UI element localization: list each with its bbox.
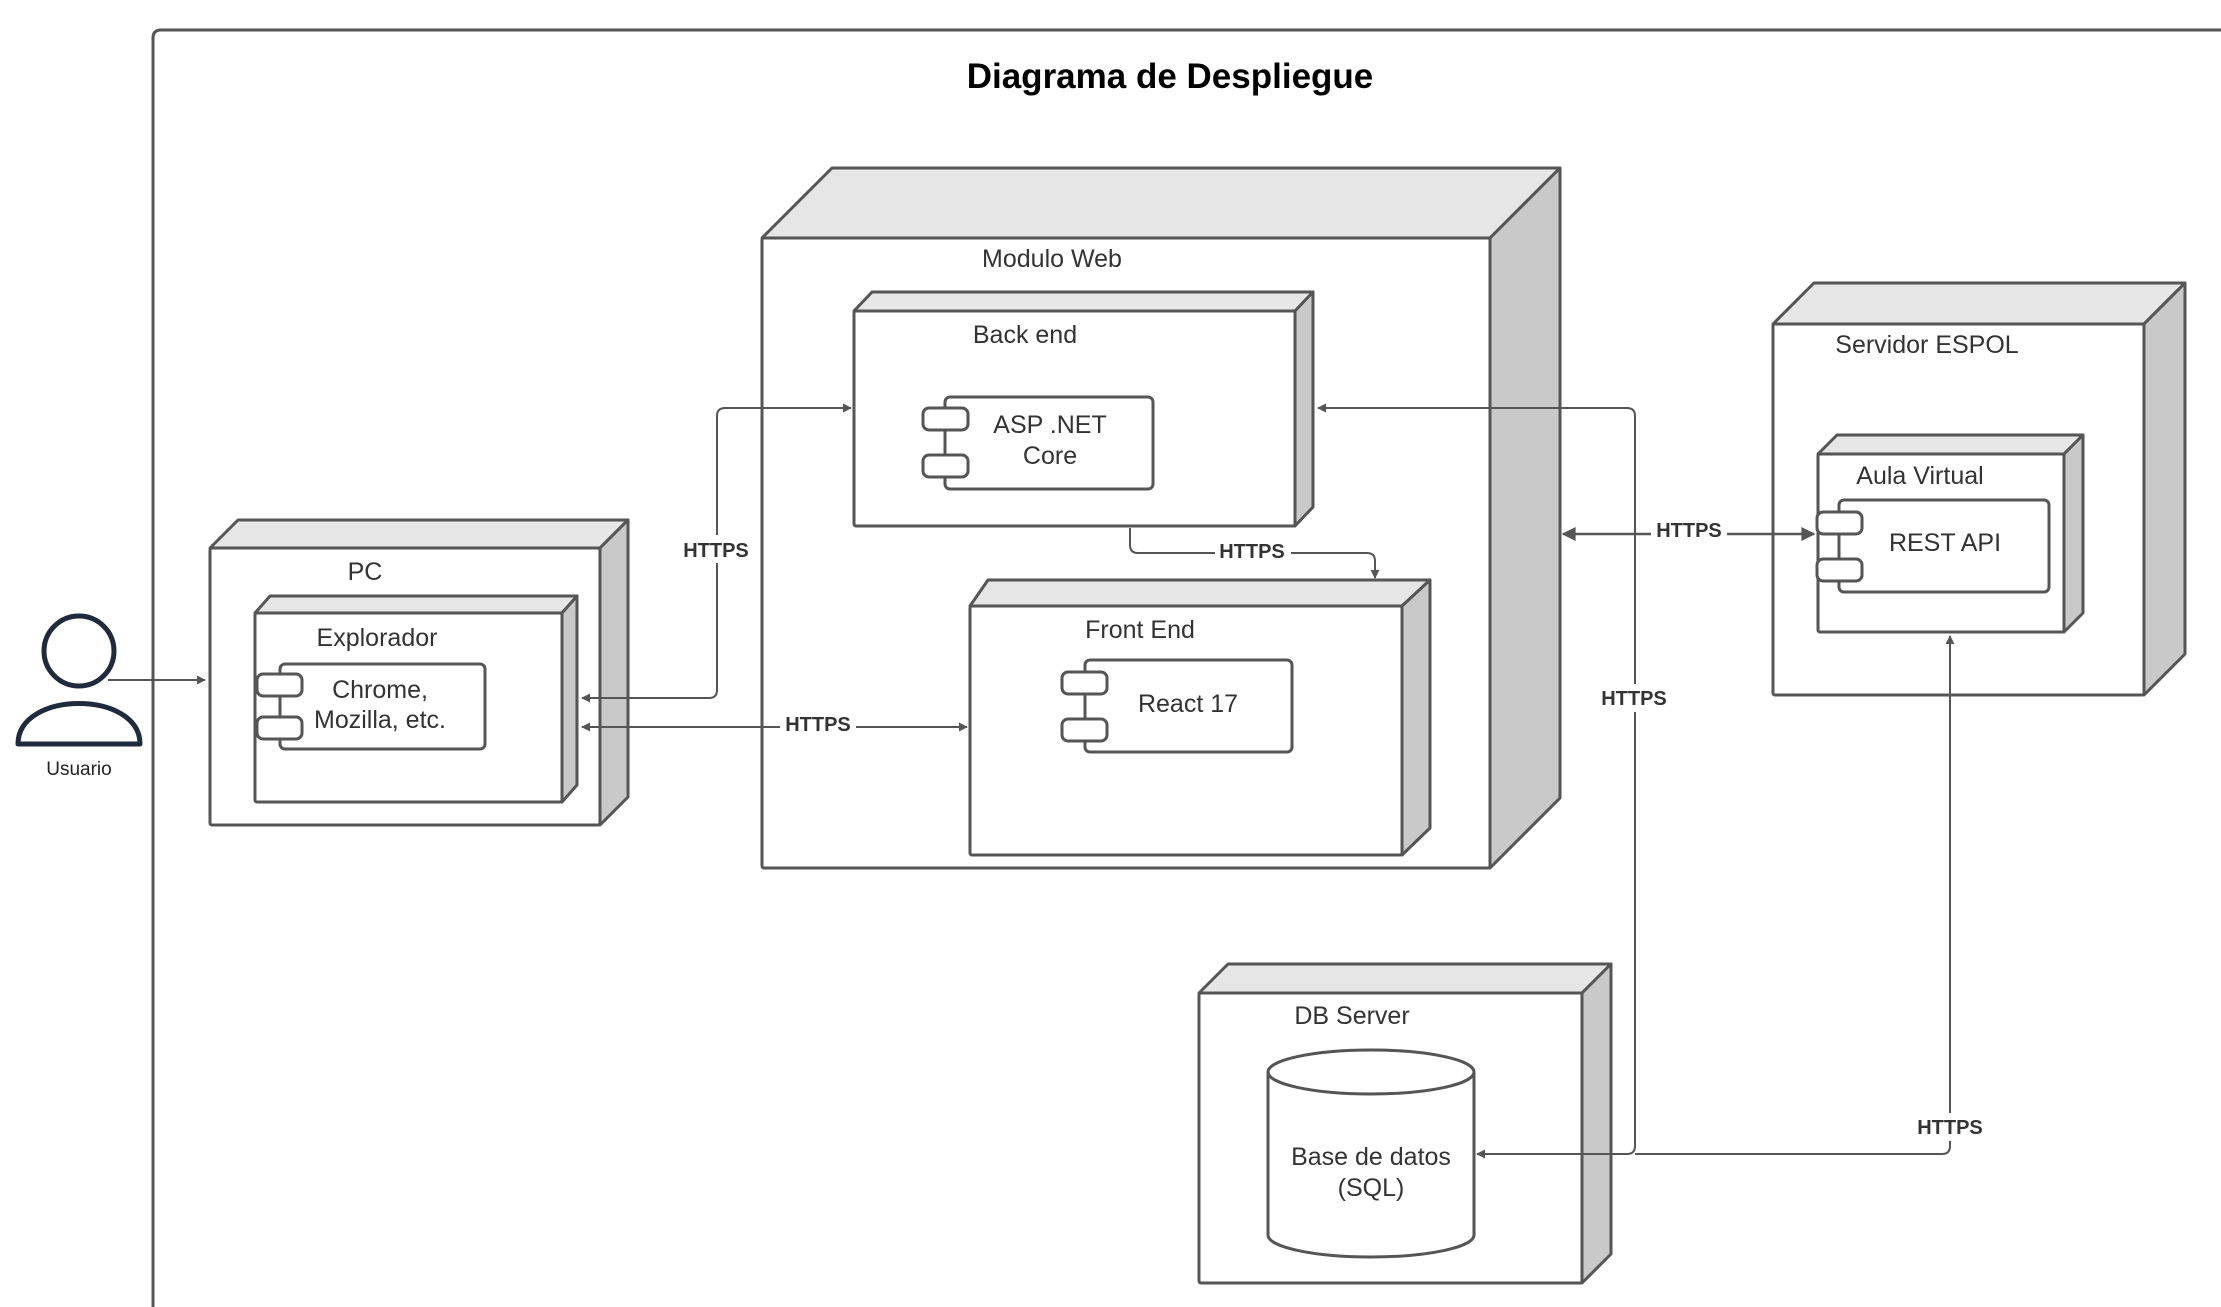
node-aula-virtual-label: Aula Virtual (1856, 462, 1983, 490)
component-icon (255, 715, 304, 741)
node-servidor-espol-label: Servidor ESPOL (1835, 331, 2019, 359)
component-icon (1060, 670, 1109, 696)
component-aspnet-label-1: ASP .NET (993, 411, 1106, 439)
diagram-frame (151, 28, 2221, 1307)
component-browser-label-1: Chrome, (332, 676, 428, 704)
node-explorador-label: Explorador (317, 624, 438, 652)
database-label-1: Base de datos (1291, 1143, 1451, 1171)
node-front-end-label: Front End (1085, 616, 1195, 644)
edge-db-backend-label: HTTPS (1601, 688, 1667, 710)
component-browser: Chrome, Mozilla, etc. (255, 662, 487, 751)
component-aspnet: ASP .NET Core (921, 395, 1155, 491)
edge-browser-backend-label: HTTPS (683, 540, 749, 562)
component-rest-api-label: REST API (1889, 529, 2001, 557)
database-label-2: (SQL) (1338, 1174, 1405, 1202)
component-icon (255, 672, 304, 698)
component-icon (1815, 557, 1864, 583)
node-db-server-label: DB Server (1294, 1002, 1409, 1030)
component-icon (921, 453, 970, 479)
edge-backend-frontend-label: HTTPS (1219, 541, 1285, 563)
actor-label: Usuario (46, 759, 111, 780)
edge-db-backend (1317, 403, 1636, 1159)
user-icon (15, 613, 143, 747)
component-browser-label-2: Mozilla, etc. (314, 706, 446, 734)
edge-browser-frontend-label: HTTPS (785, 714, 851, 736)
diagram-title: Diagrama de Despliegue (967, 57, 1374, 96)
component-react-label: React 17 (1138, 690, 1238, 718)
component-aspnet-label-2: Core (1023, 442, 1077, 470)
node-pc-label: PC (348, 558, 383, 586)
component-react: React 17 (1060, 658, 1294, 754)
edge-web-espol-label: HTTPS (1656, 520, 1722, 542)
component-rest-api: REST API (1815, 498, 2051, 594)
node-back-end-label: Back end (973, 321, 1077, 349)
actor-usuario: Usuario (15, 613, 143, 780)
node-modulo-web-label: Modulo Web (982, 245, 1122, 273)
component-icon (1060, 717, 1109, 743)
edge-rest-db (1635, 635, 1955, 1155)
component-icon (1815, 510, 1864, 536)
edge-rest-db-label: HTTPS (1917, 1117, 1983, 1139)
component-icon (921, 406, 970, 432)
database-cylinder: Base de datos (SQL) (1266, 1048, 1476, 1259)
